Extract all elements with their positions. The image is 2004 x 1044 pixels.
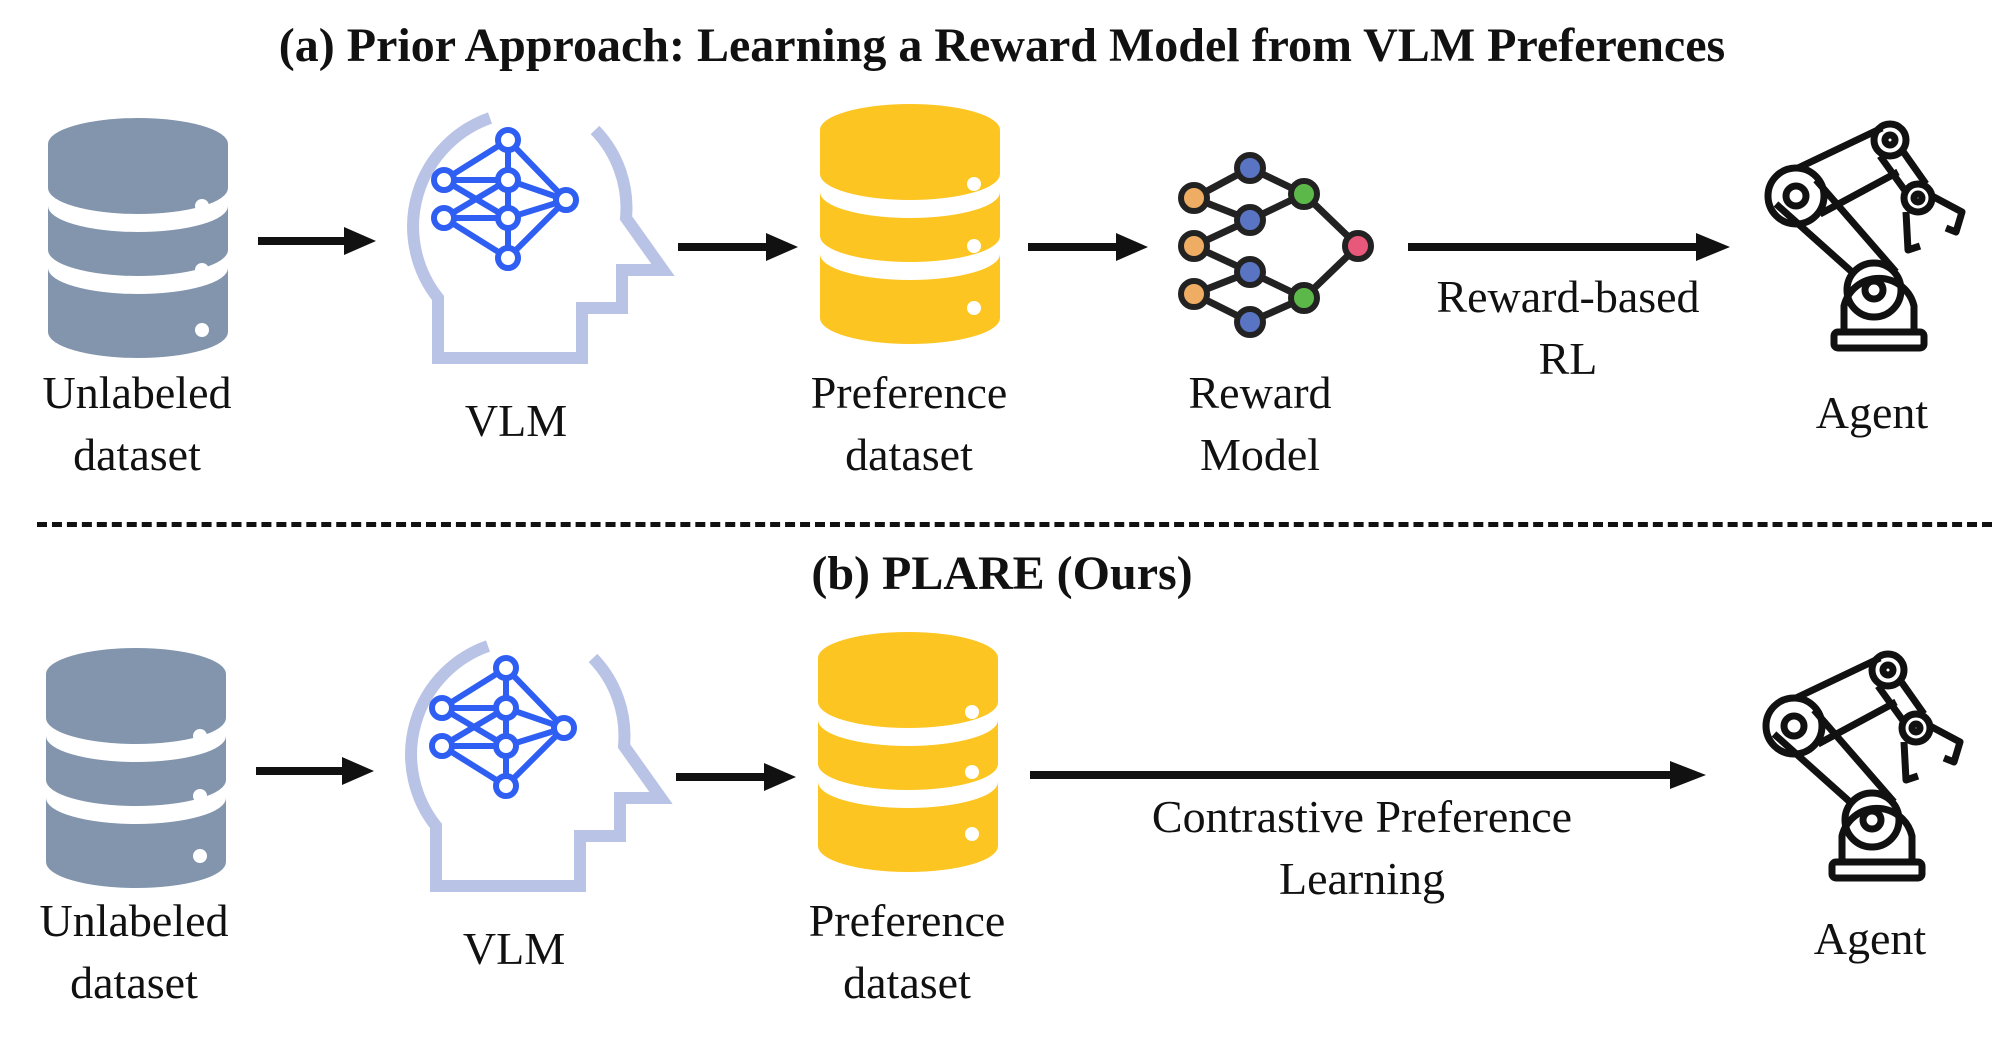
preference-dataset-label: Preference dataset xyxy=(808,895,1006,1008)
preference-database-icon xyxy=(820,104,1000,344)
agent-label: Agent xyxy=(1813,913,1927,964)
unlabeled-dataset-label: Unlabeled dataset xyxy=(42,367,232,480)
agent-label: Agent xyxy=(1815,387,1929,438)
reward-model-neural-network-icon xyxy=(1170,150,1380,340)
arrow-icon xyxy=(678,232,798,262)
arrow-icon xyxy=(676,762,796,792)
panel-a-title: (a) Prior Approach: Learning a Reward Mo… xyxy=(278,19,1726,72)
preference-dataset-label: Preference dataset xyxy=(810,367,1008,480)
unlabeled-database-icon xyxy=(46,648,226,888)
reward-based-rl-label: Reward-based RL xyxy=(1436,271,1700,384)
vlm-brain-network-icon xyxy=(390,100,675,372)
panel-b-title: (b) PLARE (Ours) xyxy=(811,547,1193,600)
agent-robot-arm-icon xyxy=(1756,120,1976,352)
preference-database-icon xyxy=(818,632,998,872)
arrow-icon xyxy=(1030,760,1706,790)
vlm-brain-network-icon xyxy=(388,628,673,900)
vlm-label: VLM xyxy=(464,395,568,446)
panel-divider xyxy=(37,522,1992,527)
arrow-icon xyxy=(1028,232,1148,262)
contrastive-preference-learning-label: Contrastive Preference Learning xyxy=(1151,791,1573,904)
agent-robot-arm-icon xyxy=(1754,650,1974,882)
arrow-icon xyxy=(256,756,374,786)
unlabeled-dataset-label: Unlabeled dataset xyxy=(39,895,229,1008)
vlm-label: VLM xyxy=(462,923,566,974)
unlabeled-database-icon xyxy=(48,118,228,358)
reward-model-label: Reward Model xyxy=(1188,367,1332,480)
arrow-icon xyxy=(1408,232,1730,262)
arrow-icon xyxy=(258,226,376,256)
